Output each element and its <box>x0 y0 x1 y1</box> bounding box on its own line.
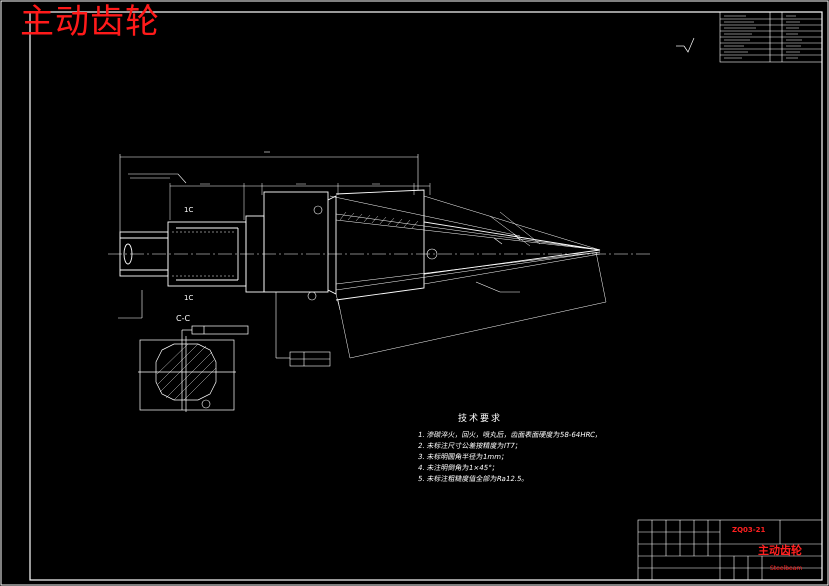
requirement-line: 1. 渗碳淬火，回火，喷丸后，齿面表面硬度为58-64HRC， <box>417 431 603 439</box>
datum-marker <box>118 290 143 319</box>
technical-requirements-heading: 技术要求 <box>458 414 503 424</box>
roughness-symbol <box>676 37 695 53</box>
title-block-footer: Steelbeam <box>770 565 803 572</box>
requirement-line: 2. 未标注尺寸公差按精度为IT7； <box>417 442 523 450</box>
segment-dimensions <box>169 183 431 220</box>
section-label: C-C <box>176 314 191 323</box>
title-block-drawing-name: 主动齿轮 <box>758 544 802 557</box>
requirement-line: 4. 未注明倒角为1×45°； <box>417 464 500 472</box>
tolerance-frame <box>275 292 331 367</box>
section-c-c <box>138 325 249 412</box>
thread-callout <box>128 173 187 184</box>
pitch-cone-lines <box>329 195 601 291</box>
cut-mark-upper: 1C <box>184 206 194 214</box>
cut-mark-lower: 1C <box>184 294 194 302</box>
sheet-border-inner <box>29 11 823 581</box>
requirement-line: 5. 未标注粗糙度值全部为Ra12.5。 <box>417 475 530 483</box>
tooth-hatch <box>339 211 419 229</box>
parameter-table-scribbles <box>724 15 802 59</box>
cone-dimensions <box>335 211 607 359</box>
section-hatch <box>156 343 217 401</box>
title-block-code: ZQ03-21 <box>732 526 766 534</box>
requirement-line: 3. 未标明圆角半径为1mm； <box>417 453 509 461</box>
thread-dashes <box>172 231 236 277</box>
title-block <box>637 519 823 581</box>
section-marker <box>201 399 211 409</box>
overall-dimension <box>119 151 419 232</box>
dimension-arrows <box>307 205 521 301</box>
drawing-title: 主动齿轮 <box>20 2 160 42</box>
parameter-table <box>719 11 823 63</box>
